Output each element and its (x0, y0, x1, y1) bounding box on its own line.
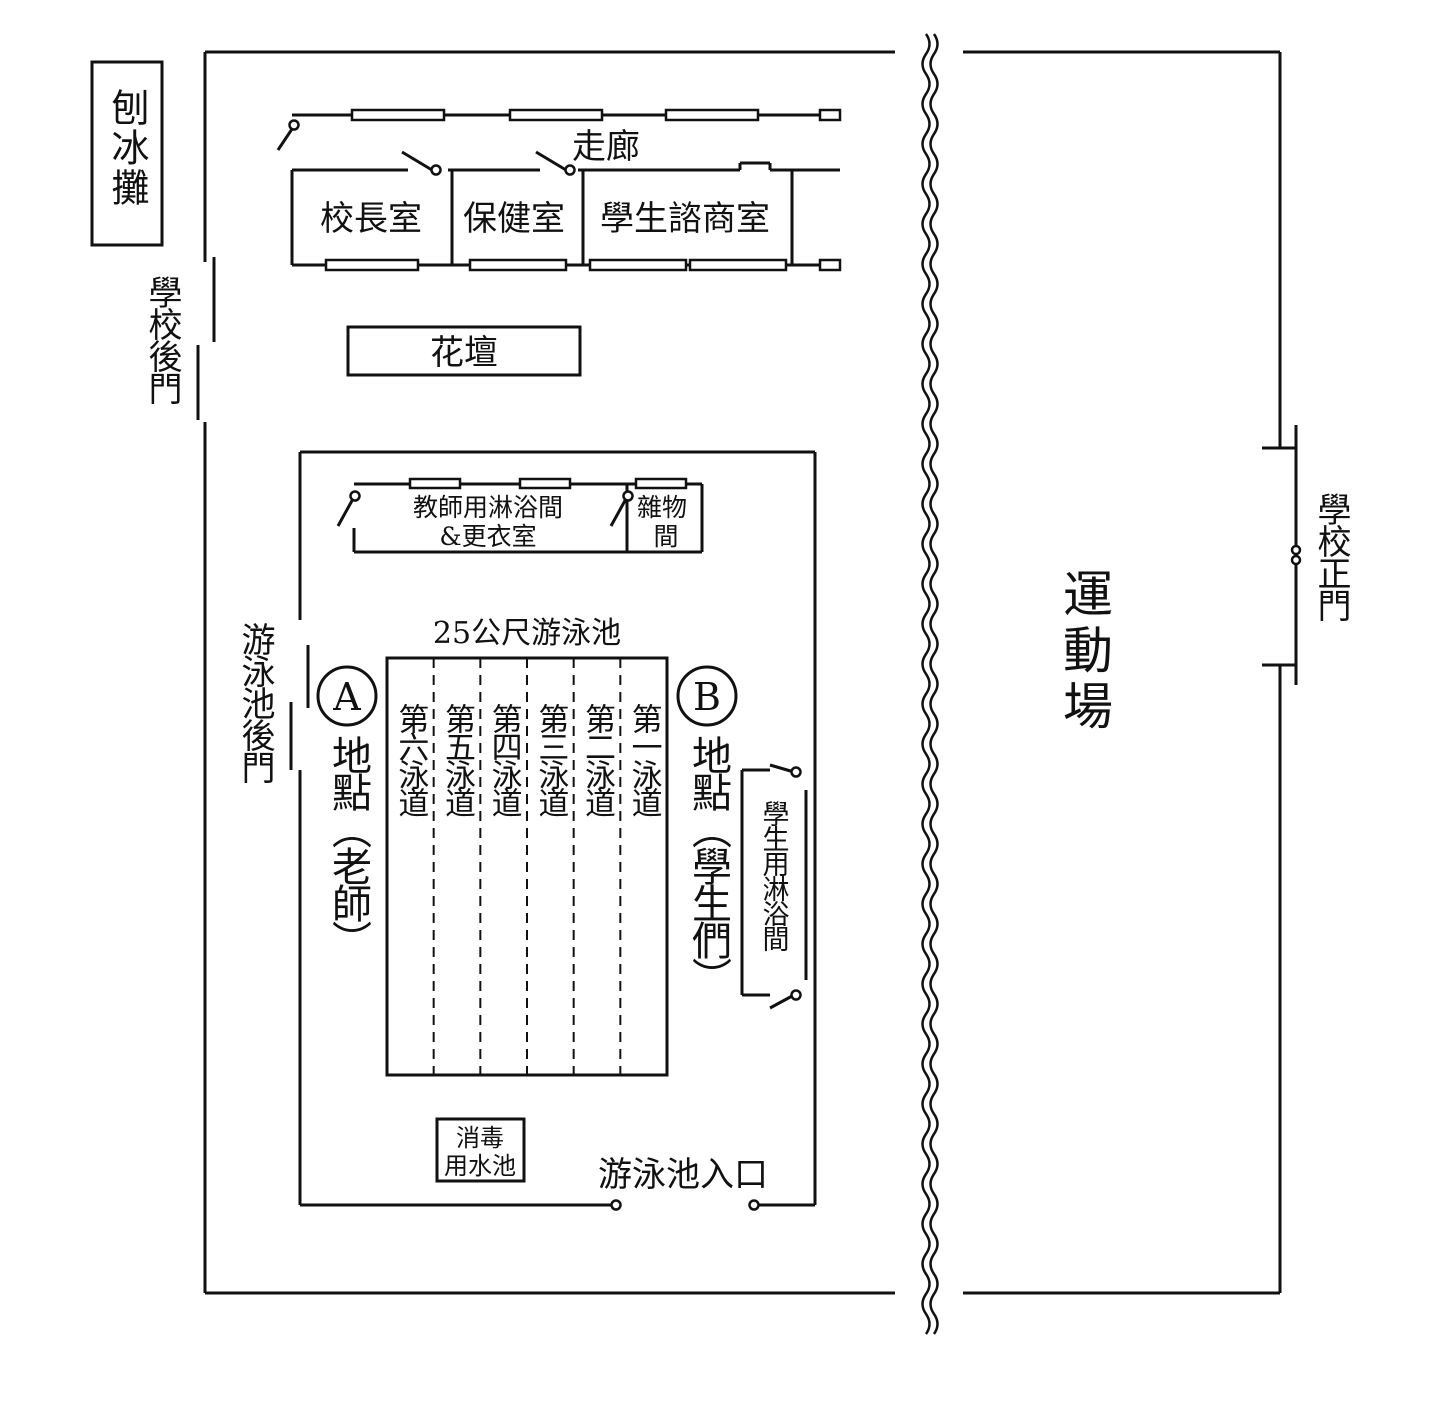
point-b: B 地點（學生們） (676, 665, 738, 994)
lane-label: 第四泳道 (486, 703, 522, 817)
point-b-mark: B (693, 675, 721, 719)
lane-label: 第三泳道 (532, 703, 568, 817)
pool-back-gate-label: 游泳池後門 (235, 622, 275, 784)
back-gate-label: 學校後門 (142, 275, 182, 405)
office-doors (276, 119, 576, 176)
storage-label: 雜物 間 (637, 493, 695, 551)
swimming-pool: 第六泳道第五泳道第四泳道第三泳道第二泳道第一泳道 (385, 656, 669, 1077)
lane-label: 第五泳道 (439, 703, 475, 817)
pool-title: 25公尺游泳池 (433, 616, 621, 651)
point-a: A 地點（老師） (316, 665, 378, 957)
shaved-ice-label: 刨冰攤 (105, 88, 149, 208)
disinfect-label-2: 用水池 (444, 1152, 516, 1180)
map-break-lines (921, 33, 939, 1335)
main-gate-label: 學校正門 (1311, 492, 1351, 622)
lane-label: 第二泳道 (579, 703, 615, 817)
lane-label: 第六泳道 (392, 703, 428, 817)
point-a-label: 地點（老師） (325, 735, 372, 957)
student-shower-room: 學生用淋浴間 (740, 763, 808, 1010)
flower-bed: 花壇 (346, 325, 582, 377)
health-room-label: 保健室 (463, 199, 565, 239)
pool-entrance-label: 游泳池入口 (598, 1155, 768, 1195)
pool-area-walls (298, 450, 817, 1207)
lane-labels: 第六泳道第五泳道第四泳道第三泳道第二泳道第一泳道 (392, 703, 661, 817)
lane-label: 第一泳道 (626, 703, 662, 817)
point-a-mark: A (332, 675, 361, 719)
back-gate-posts (196, 257, 216, 420)
school-right-walls (963, 50, 1282, 1295)
storage-room: 雜物 間 (637, 493, 695, 551)
shaved-ice-stand: 刨冰攤 (90, 60, 164, 247)
disinfect-label-1: 消毒 (456, 1124, 504, 1152)
teacher-shower-label-2: &更衣室 (439, 522, 536, 551)
teacher-shower-label-1: 教師用淋浴間 (413, 493, 563, 522)
lane-dividers (432, 658, 622, 1075)
office-building: 走廊 校長室 保健室 學生諮商室 (276, 108, 842, 272)
flowerbed-label: 花壇 (430, 333, 498, 373)
corridor-label: 走廊 (572, 127, 640, 167)
school-left-walls (203, 50, 895, 1295)
point-b-label: 地點（學生們） (685, 735, 732, 994)
pool-back-gate-posts (289, 645, 310, 770)
playground-label: 運動場 (1055, 568, 1113, 736)
corridor-windows (324, 108, 842, 272)
student-shower-label: 學生用淋浴間 (758, 800, 790, 952)
principal-office-label: 校長室 (320, 199, 422, 239)
counseling-room-label: 學生諮商室 (600, 199, 770, 239)
disinfection-pool: 消毒 用水池 (435, 1117, 526, 1183)
teacher-shower-room: 教師用淋浴間 &更衣室 (336, 477, 704, 554)
pool-entrance: 游泳池入口 (598, 1155, 768, 1211)
main-gate (1262, 425, 1302, 685)
